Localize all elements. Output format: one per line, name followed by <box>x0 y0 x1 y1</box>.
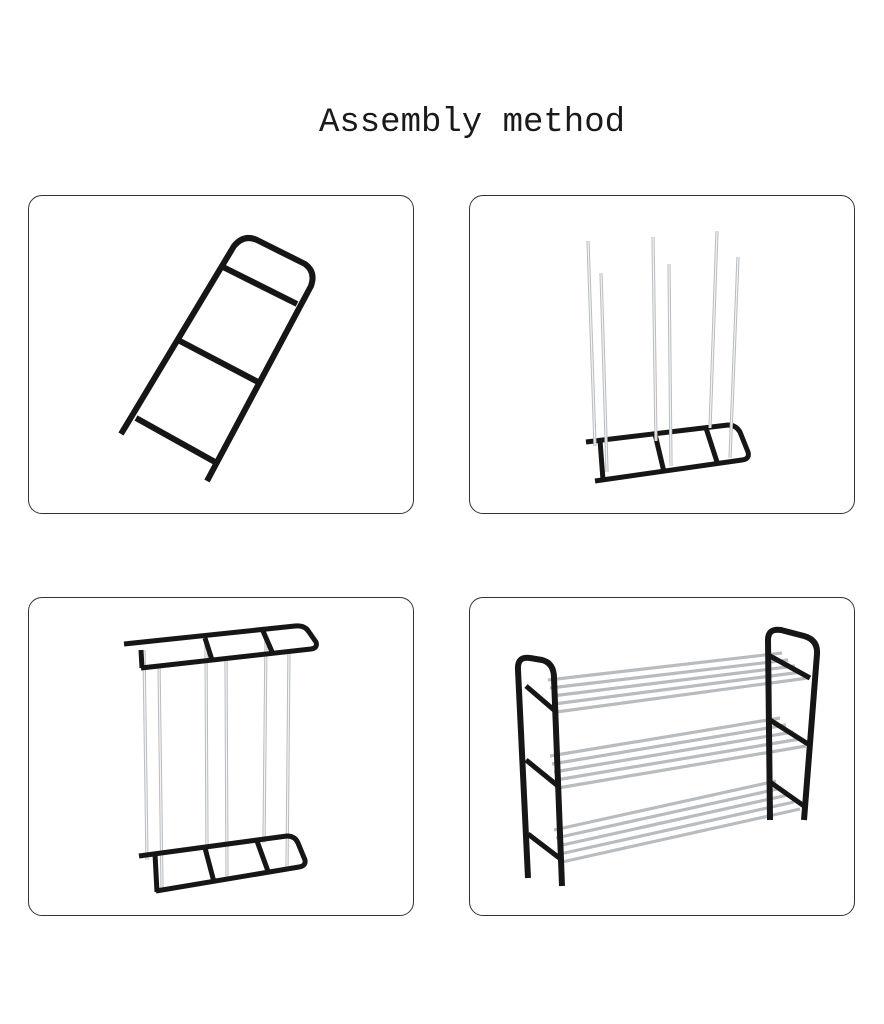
step-2-panel <box>469 195 855 514</box>
page-title: Assembly method <box>318 104 626 142</box>
frame-with-top-and-bottom-icon <box>123 623 319 894</box>
step-1-panel <box>28 195 414 514</box>
step-4-panel <box>469 597 855 916</box>
side-frame-ladder-icon <box>118 235 316 483</box>
step-3-panel <box>28 597 414 916</box>
rods <box>586 230 740 473</box>
assembled-shoe-rack-icon <box>514 626 821 887</box>
base-frame-with-rods-icon <box>585 230 751 484</box>
shelf-rods <box>547 651 809 864</box>
